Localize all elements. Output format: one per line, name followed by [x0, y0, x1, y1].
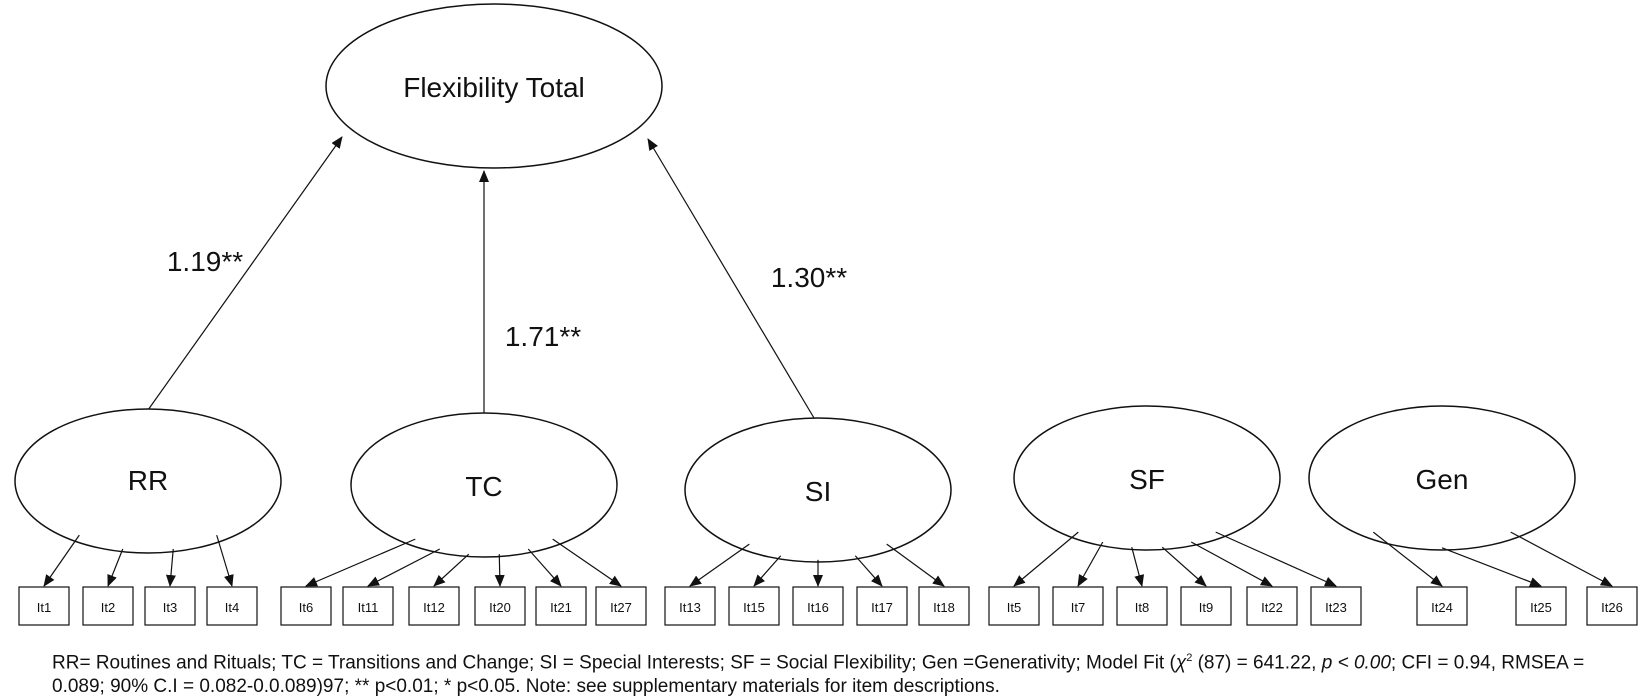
loading-arrow-it26: [1510, 531, 1613, 587]
cfa-path-diagram: Flexibility Total 1.19** 1.71** 1.30** R…: [14, 3, 1638, 626]
loading-arrow-it17: [854, 555, 883, 587]
loading-arrow-it1: [43, 534, 80, 587]
item-box-it2: [82, 586, 134, 626]
item-label-it4: It4: [225, 600, 239, 615]
loading-arrow-it21: [527, 548, 562, 587]
item-box-it17: [856, 586, 908, 626]
item-label-it12: It12: [423, 600, 445, 615]
item-box-it12: [408, 586, 460, 626]
factor-si-label: SI: [805, 476, 831, 507]
item-box-it9: [1180, 586, 1232, 626]
item-label-it2: It2: [101, 600, 115, 615]
item-box-it25: [1515, 586, 1567, 626]
loading-arrow-it2: [107, 548, 124, 587]
indicator-items: It1 It2 It3 It4 It6 It11 It12 It20 It21 It27 It13 I…: [18, 531, 1638, 626]
figure-caption: RR= Routines and Rituals; TC = Transitio…: [52, 646, 1612, 699]
loading-rr: 1.19**: [167, 246, 243, 277]
item-box-it8: [1116, 586, 1168, 626]
loading-arrow-it20: [494, 554, 505, 587]
item-label-it18: It18: [933, 600, 955, 615]
loading-arrow-it3: [165, 548, 176, 587]
item-box-it22: [1246, 586, 1298, 626]
chi-symbol: χ: [1175, 652, 1187, 674]
item-box-it18: [918, 586, 970, 626]
item-label-it13: It13: [679, 600, 701, 615]
loading-arrow-it5: [1013, 531, 1079, 587]
item-label-it1: It1: [37, 600, 51, 615]
caption-part-1: RR= Routines and Rituals; TC = Transitio…: [52, 652, 1176, 674]
p-value: p < 0.00: [1321, 652, 1391, 674]
factor-rr-ellipse: [14, 408, 282, 554]
loading-arrow-it12: [433, 553, 470, 587]
item-label-it3: It3: [163, 600, 177, 615]
item-label-it21: It21: [550, 600, 572, 615]
item-box-it7: [1052, 586, 1104, 626]
loading-arrow-it7: [1077, 541, 1104, 587]
factor-sf-label: SF: [1129, 464, 1165, 495]
item-label-it15: It15: [743, 600, 765, 615]
loading-arrow-it25: [1441, 547, 1542, 587]
factor-sf-ellipse: [1013, 405, 1281, 551]
loading-arrow-it4: [216, 534, 234, 587]
item-label-it16: It16: [807, 600, 829, 615]
flexibility-total-label: Flexibility Total: [403, 72, 585, 103]
item-box-it20: [474, 586, 526, 626]
loading-arrow-it23: [1215, 531, 1337, 587]
item-box-it23: [1310, 586, 1362, 626]
item-label-it20: It20: [489, 600, 511, 615]
item-box-it4: [206, 586, 258, 626]
item-label-it11: It11: [358, 600, 379, 615]
loading-arrow-it27: [552, 538, 622, 587]
item-label-it8: It8: [1135, 600, 1149, 615]
item-box-it11: [342, 586, 394, 626]
item-box-it15: [728, 586, 780, 626]
loading-arrow-it11: [367, 548, 441, 587]
item-label-it27: It27: [610, 600, 632, 615]
item-label-it26: It26: [1601, 600, 1623, 615]
item-label-it24: It24: [1431, 600, 1453, 615]
item-box-it21: [535, 586, 587, 626]
item-label-it5: It5: [1007, 600, 1021, 615]
item-box-it3: [144, 586, 196, 626]
item-box-it13: [664, 586, 716, 626]
item-label-it17: It17: [871, 600, 893, 615]
loading-arrow-it24: [1372, 531, 1443, 587]
item-label-it23: It23: [1325, 600, 1347, 615]
caption-part-2: (87) = 641.22,: [1192, 652, 1322, 674]
loading-si: 1.30**: [771, 262, 847, 293]
loading-arrow-it9: [1161, 546, 1207, 587]
item-label-it6: It6: [299, 600, 313, 615]
path-si-to-total: [647, 138, 815, 419]
factor-tc-ellipse: [350, 412, 618, 558]
factor-gen-label: Gen: [1416, 464, 1469, 495]
item-box-it6: [280, 586, 332, 626]
item-box-it16: [792, 586, 844, 626]
item-box-it27: [595, 586, 647, 626]
item-box-it1: [18, 586, 70, 626]
item-label-it9: It9: [1199, 600, 1213, 615]
loading-arrow-it8: [1131, 547, 1145, 587]
item-box-it24: [1416, 586, 1468, 626]
path-rr-to-total: [147, 136, 343, 411]
caption-part-3: ; CFI = 0.94, RMSEA = 0.089; 90% C.I = 0…: [52, 652, 1585, 698]
loading-arrow-it13: [689, 543, 750, 587]
factor-gen-ellipse: [1308, 405, 1576, 551]
loading-arrow-it22: [1190, 541, 1273, 587]
item-label-it7: It7: [1071, 600, 1085, 615]
chi-superscript: 2: [1186, 652, 1193, 664]
loading-arrow-it18: [886, 543, 945, 587]
item-box-it26: [1586, 586, 1638, 626]
item-label-it25: It25: [1530, 600, 1552, 615]
flexibility-total-ellipse: [325, 3, 663, 169]
loading-arrow-it15: [753, 555, 782, 587]
loading-tc: 1.71**: [505, 321, 581, 352]
factor-rr-label: RR: [128, 465, 168, 496]
item-box-it5: [988, 586, 1040, 626]
loading-arrow-it6: [305, 538, 416, 587]
item-label-it22: It22: [1261, 600, 1283, 615]
factor-tc-label: TC: [465, 471, 502, 502]
